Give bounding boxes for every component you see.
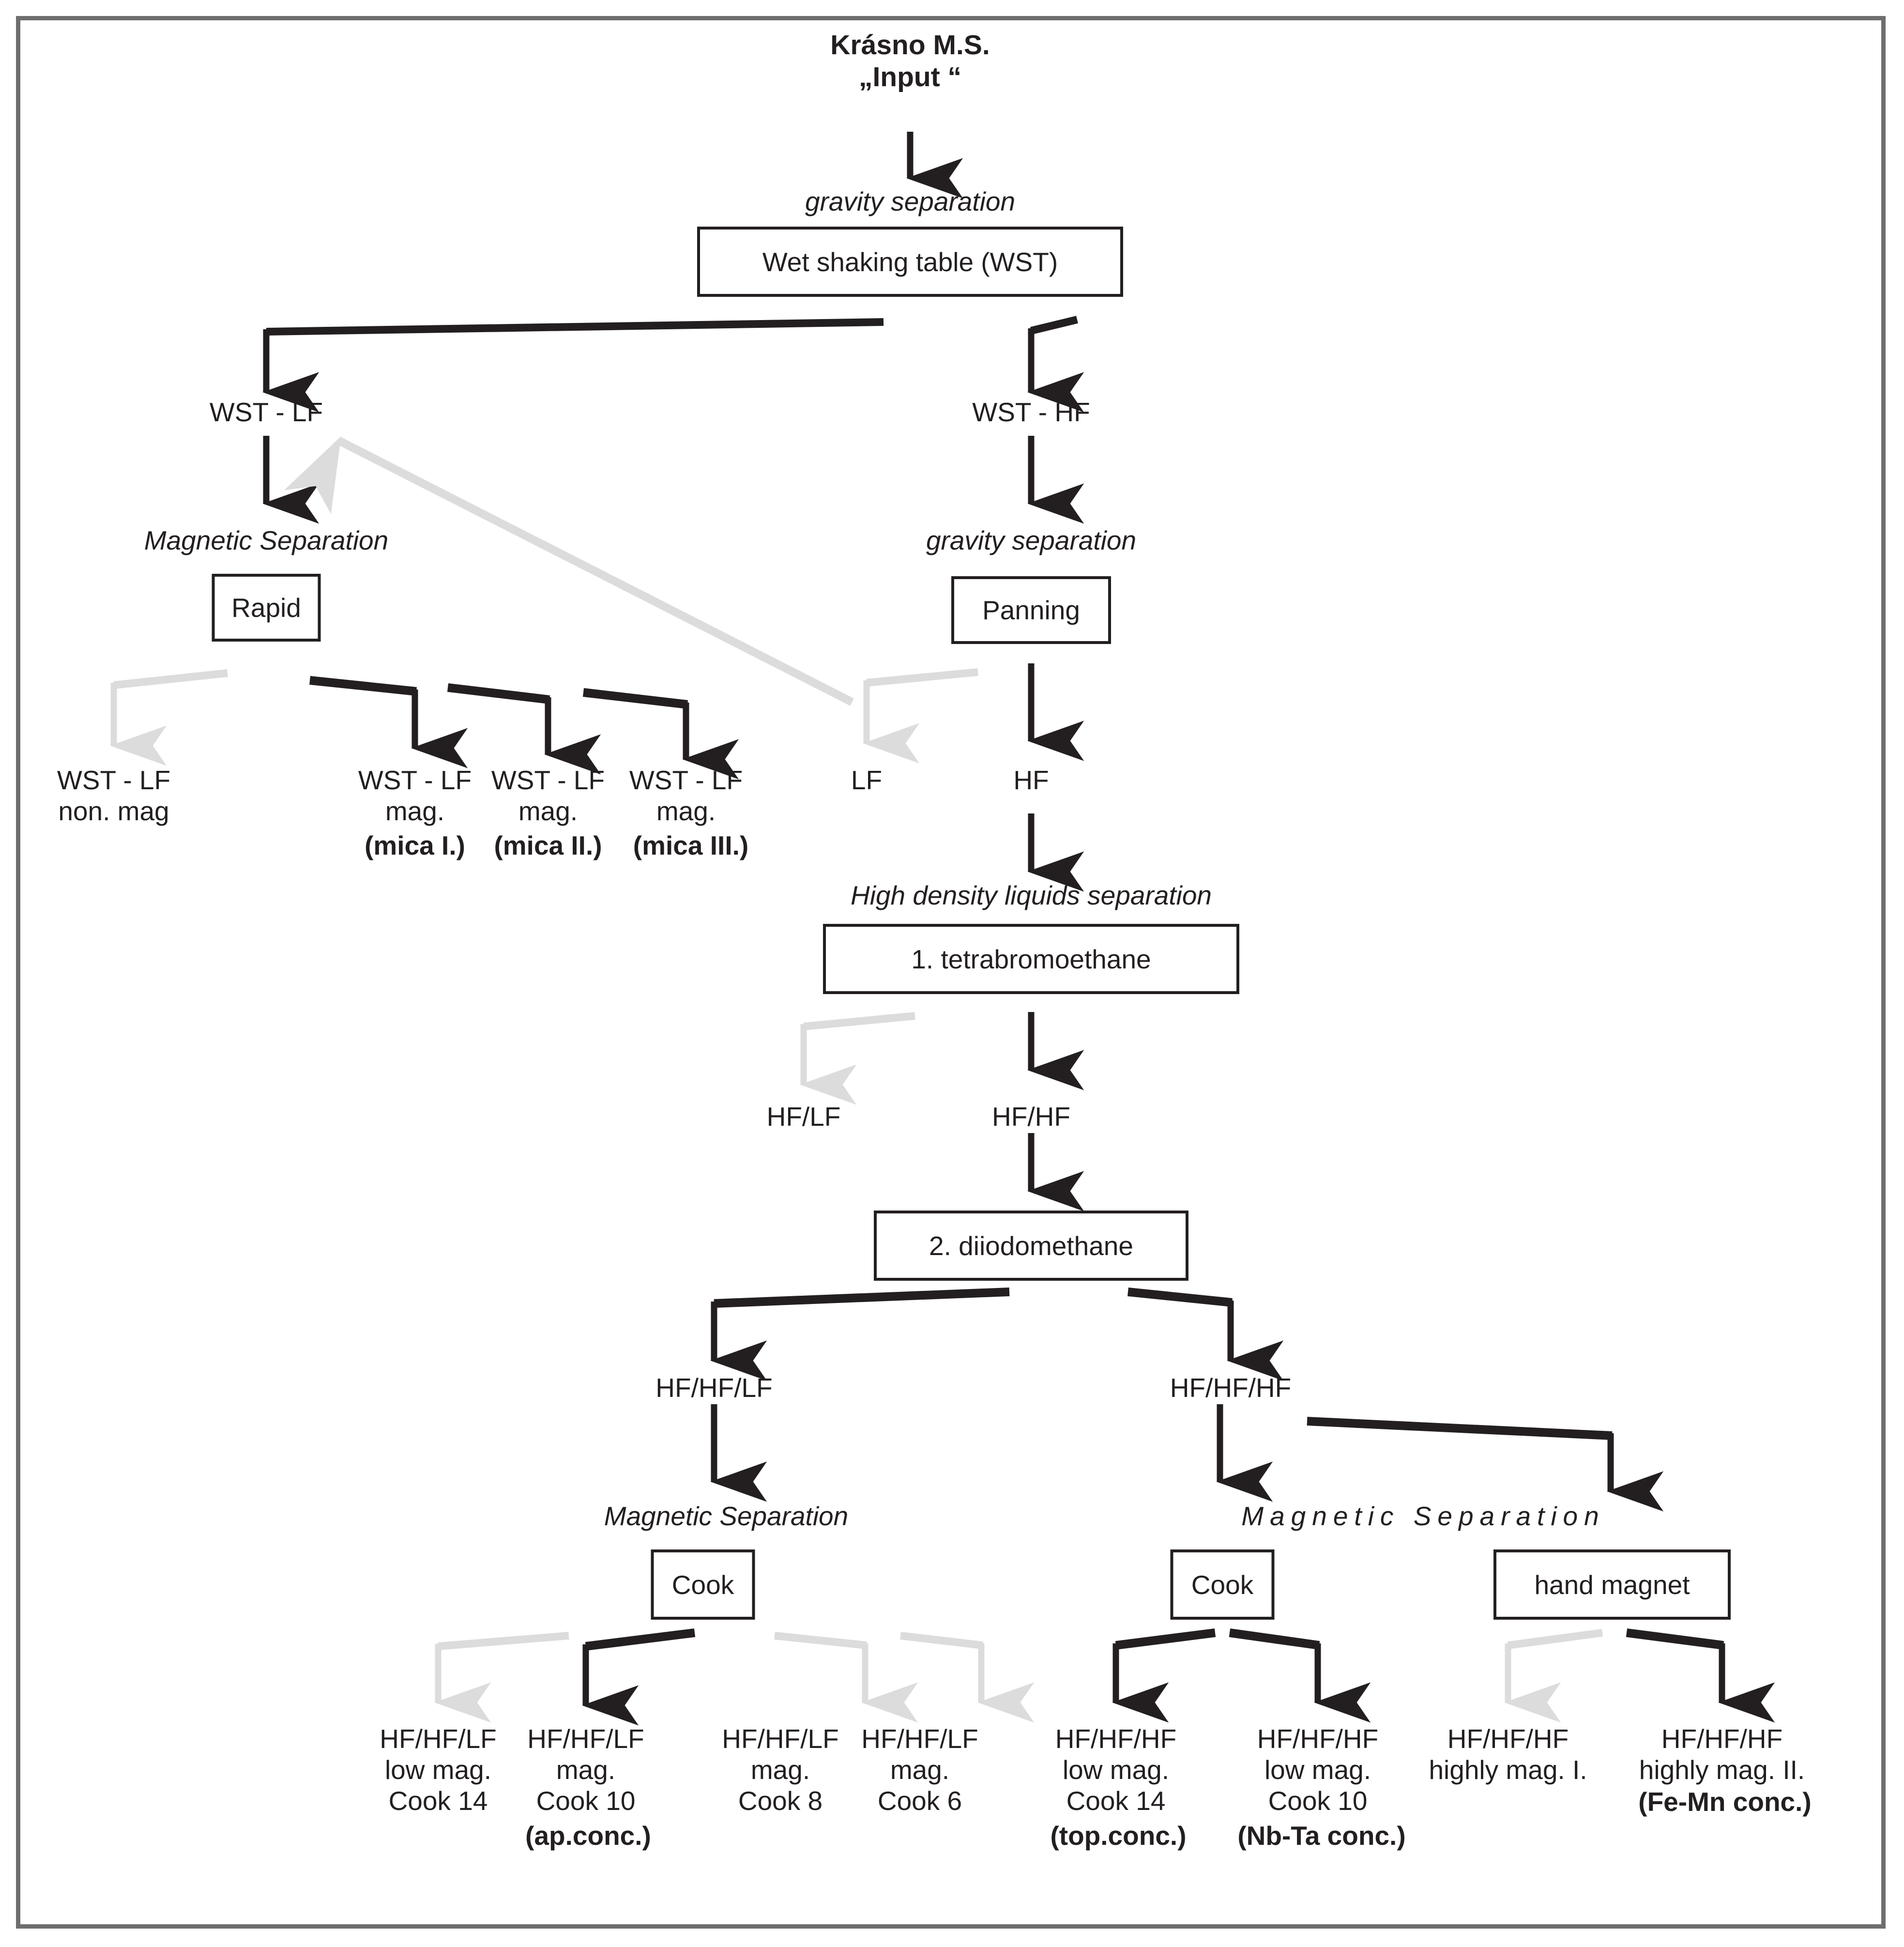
box-tetrabromoethane[interactable]: 1. tetrabromoethane — [823, 924, 1239, 994]
node-panning-lf: LF — [851, 765, 883, 795]
node-wst-lf: WST - LF — [209, 397, 323, 427]
box-diiodomethane[interactable]: 2. diiodomethane — [874, 1211, 1188, 1281]
label-high-density-liquids-separation: High density liquids separation — [851, 880, 1212, 910]
node-out-highly-mag-2: HF/HF/HF highly mag. II. — [1639, 1724, 1805, 1785]
node-hf-hf: HF/HF — [992, 1102, 1070, 1132]
node-hf-lf: HF/LF — [766, 1102, 841, 1132]
node-wst-lf-mica-3: WST - LF mag. — [629, 765, 743, 826]
box-rapid[interactable]: Rapid — [212, 574, 321, 642]
label-magnetic-separation-right: Magnetic Separation — [1241, 1501, 1605, 1531]
box-cook-right[interactable]: Cook — [1170, 1549, 1275, 1620]
box-wet-shaking-table[interactable]: Wet shaking table (WST) — [697, 227, 1123, 297]
label-gravity-separation-2: gravity separation — [926, 525, 1137, 555]
node-hf-hf-lf: HF/HF/LF — [655, 1373, 773, 1403]
node-out-highly-mag-1: HF/HF/HF highly mag. I. — [1429, 1724, 1587, 1785]
node-out-hflf-cook6: HF/HF/LF mag. Cook 6 — [861, 1724, 978, 1816]
node-hf-hf-hf: HF/HF/HF — [1170, 1373, 1292, 1403]
node-input: Krásno M.S. „Input “ — [830, 30, 990, 93]
node-out-hfhf-cook14-sub: (top.conc.) — [1050, 1821, 1187, 1851]
node-wst-lf-mica-2-sub: (mica II.) — [494, 830, 602, 860]
label-magnetic-separation-left: Magnetic Separation — [144, 525, 389, 555]
label-gravity-separation-1: gravity separation — [805, 186, 1016, 216]
node-wst-lf-non-mag: WST - LF non. mag — [57, 765, 171, 826]
node-wst-hf: WST - HF — [972, 397, 1090, 427]
node-out-hfhf-cook14: HF/HF/HF low mag. Cook 14 — [1055, 1724, 1177, 1816]
node-out-hfhf-cook10-sub: (Nb-Ta conc.) — [1237, 1821, 1406, 1851]
node-out-hfhf-cook10: HF/HF/HF low mag. Cook 10 — [1257, 1724, 1379, 1816]
box-panning[interactable]: Panning — [951, 576, 1111, 644]
node-wst-lf-mica-3-sub: (mica III.) — [633, 830, 749, 860]
box-hand-magnet[interactable]: hand magnet — [1493, 1549, 1731, 1620]
node-wst-lf-mica-2: WST - LF mag. — [491, 765, 605, 826]
node-panning-hf: HF — [1013, 765, 1049, 795]
box-cook-left[interactable]: Cook — [651, 1549, 755, 1620]
node-wst-lf-mica-1-sub: (mica I.) — [365, 830, 465, 860]
node-out-highly-mag-2-sub: (Fe-Mn conc.) — [1638, 1787, 1812, 1817]
node-wst-lf-mica-1: WST - LF mag. — [358, 765, 472, 826]
node-out-hflf-cook14: HF/HF/LF low mag. Cook 14 — [380, 1724, 497, 1816]
node-out-hflf-cook10-sub: (ap.conc.) — [525, 1821, 651, 1851]
node-out-hflf-cook8: HF/HF/LF mag. Cook 8 — [722, 1724, 839, 1816]
node-out-hflf-cook10: HF/HF/LF mag. Cook 10 — [527, 1724, 644, 1816]
label-magnetic-separation-mid: Magnetic Separation — [604, 1501, 849, 1531]
